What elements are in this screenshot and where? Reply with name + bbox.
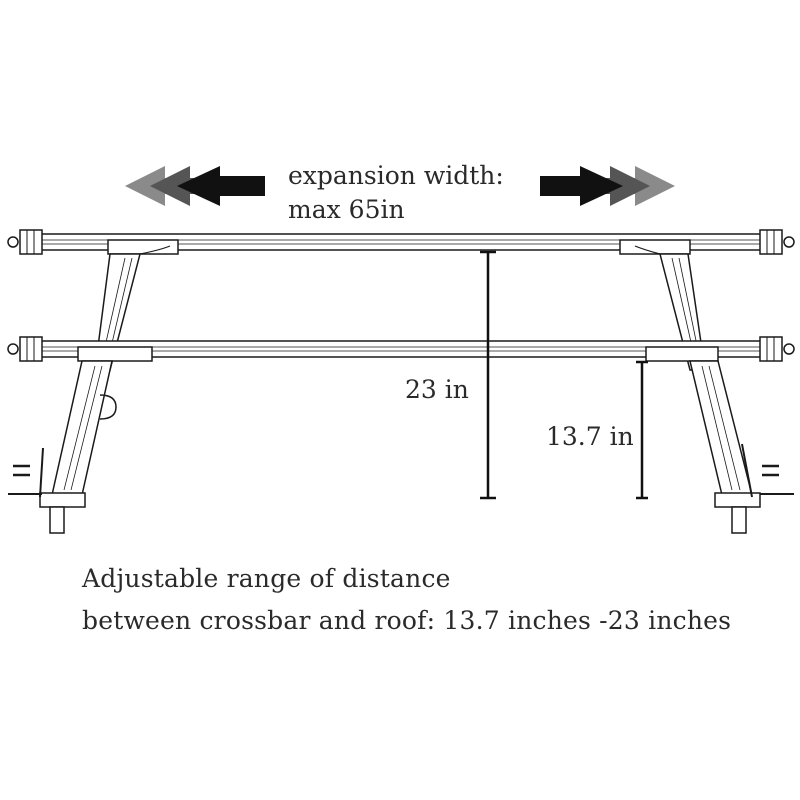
right-arrow-dark: [540, 166, 623, 206]
min-height-label: 13.7 in: [546, 422, 634, 451]
max-height-dimension: [480, 250, 496, 500]
lower-left-upright: [51, 360, 113, 496]
caption-line-1: Adjustable range of distance: [82, 564, 451, 593]
max-height-label: 23 in: [405, 375, 469, 404]
expansion-width-label: expansion width:: [288, 161, 504, 190]
roof-edge-marks: [8, 443, 794, 498]
lower-crossbar-assembly: [7, 336, 795, 534]
expansion-max-label: max 65in: [288, 195, 405, 224]
right-expansion-arrows: [540, 166, 675, 206]
caption-line-2: between crossbar and roof: 13.7 inches -…: [82, 606, 732, 635]
left-expansion-arrows: [125, 166, 265, 206]
lower-right-upright: [689, 360, 753, 496]
min-height-dimension: [636, 360, 648, 500]
left-arrow-dark: [177, 166, 265, 206]
